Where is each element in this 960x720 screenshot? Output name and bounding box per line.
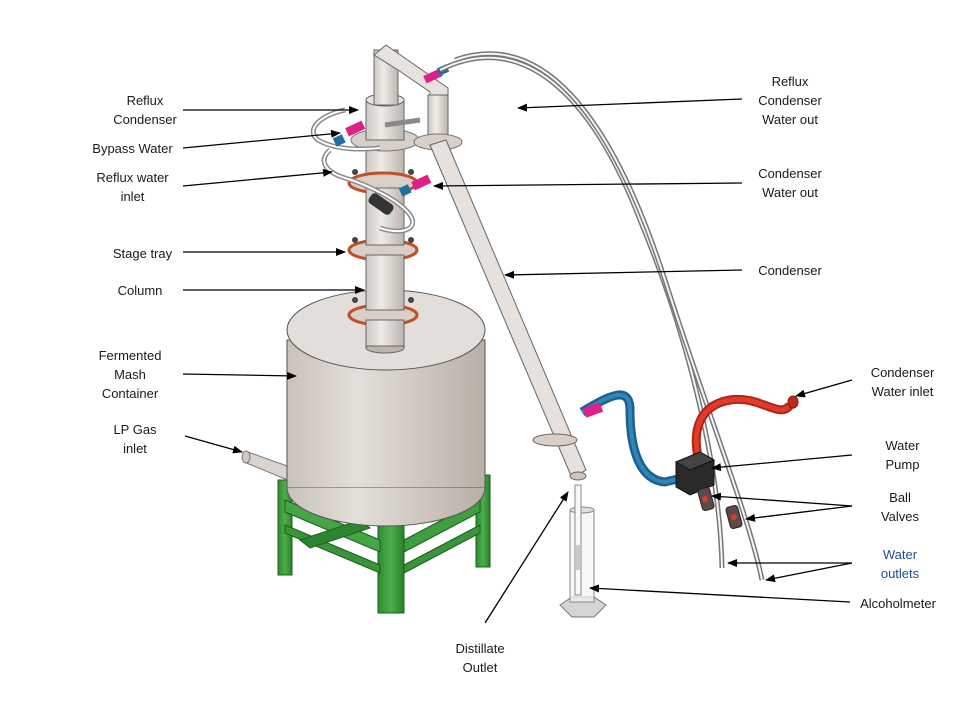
label-alcoholmeter: Alcoholmeter (860, 596, 936, 611)
reflux-tubing-highlight (312, 109, 414, 233)
stage-tray-flanges (347, 169, 419, 347)
label-fermented-mash-container: Fermented Mash Container (98, 348, 162, 401)
label-condenser-water-out: Condenser Water out (758, 166, 822, 200)
label-stage-tray: Stage tray (112, 246, 173, 261)
water-pump-body (674, 451, 716, 496)
label-water-pump: Water Pump (885, 438, 920, 472)
condenser-water-inlet-hose (691, 394, 799, 467)
label-condenser: Condenser (758, 263, 822, 278)
label-reflux-water-inlet: Reflux water inlet (96, 170, 169, 204)
label-column: Column (117, 283, 163, 298)
support-frame (277, 469, 491, 614)
label-reflux-condenser: Reflux Condenser (113, 93, 177, 127)
alcoholmeter-cylinder (559, 484, 607, 618)
label-bypass-water: Bypass Water (92, 141, 173, 156)
label-lp-gas-inlet: LP Gas inlet (113, 422, 157, 456)
label-water-outlets: Water outlets (880, 547, 920, 581)
ball-valves (697, 486, 743, 530)
mash-container (286, 289, 486, 527)
distillation-column (347, 93, 420, 354)
label-ball-valves: Ball Valves (880, 490, 920, 524)
label-condenser-water-inlet: Condenser Water inlet (870, 365, 935, 399)
lp-gas-inlet-pipe (241, 450, 291, 482)
condenser-tube (429, 139, 587, 481)
label-reflux-condenser-water-out: Reflux Condenser Water out (758, 74, 822, 127)
condenser-water-hose (579, 390, 684, 487)
label-distillate-outlet: Distillate Outlet (455, 641, 505, 675)
leader-arrows (182, 98, 853, 624)
